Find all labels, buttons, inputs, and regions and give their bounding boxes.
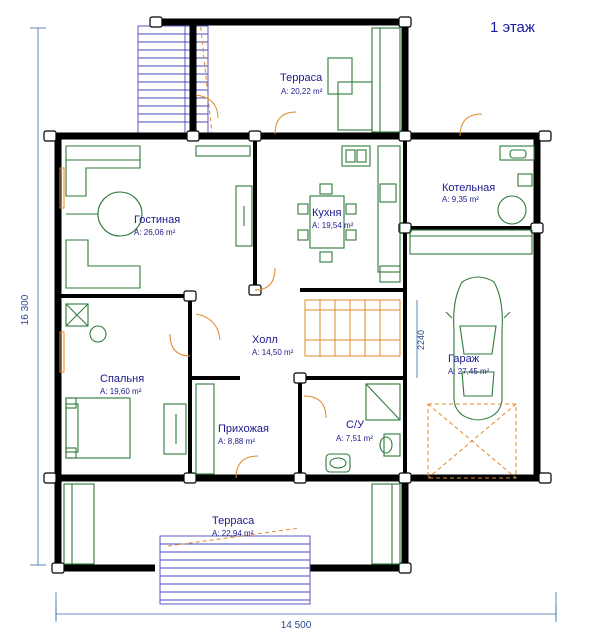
room-area-terrace-bottom: А: 22,94 m² — [212, 529, 254, 538]
height-dimension: 16 300 — [20, 294, 31, 325]
room-area-terrace-top: А: 20,22 m² — [281, 87, 323, 96]
room-name-terrace-top: Терраса — [280, 72, 323, 84]
room-name-bedroom: Спальня — [100, 373, 144, 385]
bottom-stairs — [159, 527, 311, 605]
walls — [50, 18, 545, 572]
room-name-kitchen: Кухня — [312, 207, 341, 219]
boiler-furniture — [409, 113, 535, 255]
room-name-boiler: Котельная — [442, 182, 495, 194]
room-area-kitchen: А: 19,54 m² — [312, 221, 354, 230]
room-area-garage: А: 27,45 m² — [448, 367, 490, 376]
bedroom-furniture — [59, 303, 191, 459]
car — [427, 276, 517, 479]
bottom-terrace-furniture — [63, 483, 401, 565]
room-area-wc: А: 7,51 m² — [336, 434, 373, 443]
top-terrace-furniture — [195, 27, 401, 135]
bathroom-fixtures — [325, 383, 401, 473]
room-name-hall: Холл — [252, 334, 278, 346]
room-area-living: А: 26,06 m² — [134, 228, 176, 237]
room-name-garage: Гараж — [448, 353, 480, 365]
room-name-living: Гостиная — [134, 214, 180, 226]
width-dimension: 14 500 — [281, 620, 312, 631]
top-stairs — [137, 19, 213, 135]
room-name-terrace-bottom: Терраса — [212, 515, 255, 527]
room-area-boiler: А: 9,35 m² — [442, 195, 479, 204]
room-area-hall: А: 14,50 m² — [252, 348, 294, 357]
kitchen-furniture — [297, 145, 401, 283]
dimension-lines — [30, 27, 557, 622]
living-furniture — [59, 145, 253, 289]
hall-stairs — [304, 299, 401, 357]
room-name-wc: С/У — [346, 419, 365, 431]
garage-width-dimension: 2240 — [416, 330, 426, 350]
room-name-entry: Прихожая — [218, 423, 269, 435]
room-labels: Терраса А: 20,22 m² Гостиная А: 26,06 m²… — [100, 72, 495, 538]
room-area-entry: А: 8,88 m² — [218, 437, 255, 446]
entry-furniture — [195, 267, 327, 479]
floor-title: 1 этаж — [490, 19, 535, 36]
room-area-bedroom: А: 19,60 m² — [100, 387, 142, 396]
